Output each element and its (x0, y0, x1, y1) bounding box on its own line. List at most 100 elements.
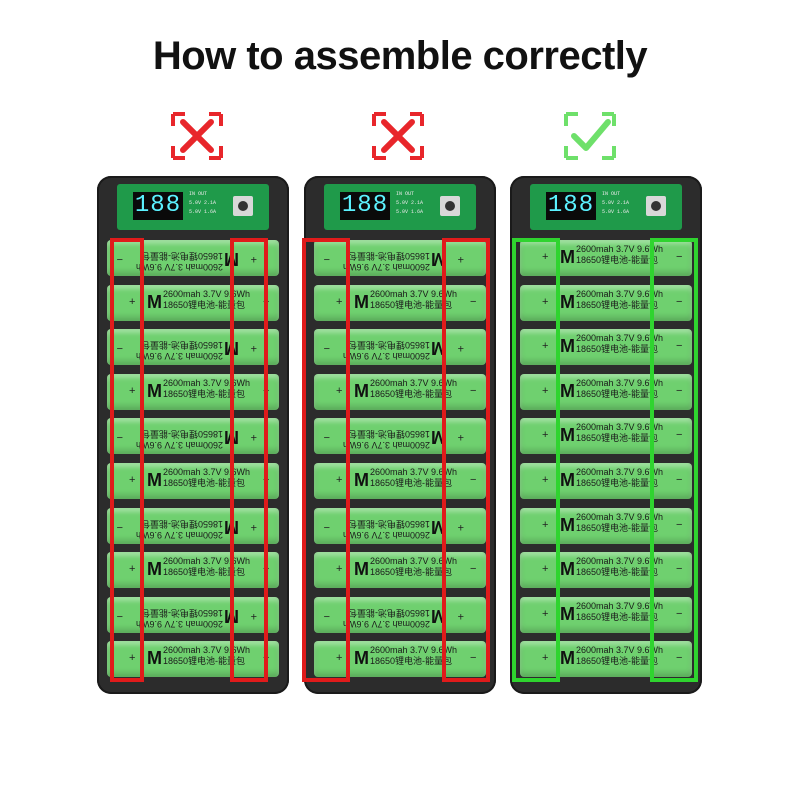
negative-terminal-label: − (676, 563, 683, 576)
wrong-frame-left (302, 238, 350, 682)
positive-terminal-label: + (542, 563, 549, 576)
page-title: How to assemble correctly (152, 34, 648, 78)
positive-terminal-label: + (129, 384, 136, 397)
battery-brand-mark: M (354, 648, 369, 669)
battery-brand-mark: M (147, 470, 162, 490)
negative-terminal-label: − (470, 652, 477, 665)
positive-terminal-label: + (336, 295, 343, 308)
negative-terminal-label: − (470, 384, 477, 397)
x-mark-icon (171, 112, 223, 160)
positive-terminal-label: + (542, 429, 549, 442)
correct-frame-right (650, 238, 698, 682)
power-button (646, 196, 666, 216)
positive-terminal-label: + (542, 652, 549, 665)
correct-frame-left (512, 238, 560, 682)
battery-brand-mark: M (354, 470, 369, 490)
battery-brand-mark: M (147, 291, 162, 312)
battery-brand-mark: M (560, 247, 575, 267)
positive-terminal-label: + (542, 295, 549, 308)
battery-brand-mark: M (147, 648, 162, 669)
battery-brand-mark: M (560, 603, 575, 624)
battery-brand-mark: M (560, 336, 575, 357)
battery-brand-mark: M (560, 514, 575, 535)
wrong-frame-right (442, 238, 490, 682)
negative-terminal-label: − (676, 518, 683, 531)
led-display: 188 (133, 192, 183, 220)
negative-terminal-label: − (676, 607, 683, 620)
negative-terminal-label: − (676, 384, 683, 397)
positive-terminal-label: + (129, 474, 136, 486)
negative-terminal-label: − (470, 563, 477, 576)
battery-brand-mark: M (560, 470, 575, 490)
power-button (233, 196, 253, 216)
wrong-frame-right (230, 238, 268, 682)
battery-brand-mark: M (354, 559, 369, 580)
positive-terminal-label: + (542, 251, 549, 263)
negative-terminal-label: − (676, 295, 683, 308)
positive-terminal-label: + (542, 607, 549, 620)
led-display: 188 (340, 192, 390, 220)
check-mark-icon (564, 112, 616, 160)
positive-terminal-label: + (542, 474, 549, 486)
negative-terminal-label: − (470, 295, 477, 308)
negative-terminal-label: − (676, 474, 683, 486)
positive-terminal-label: + (336, 474, 343, 486)
negative-terminal-label: − (676, 251, 683, 263)
positive-terminal-label: + (336, 563, 343, 576)
positive-terminal-label: + (542, 384, 549, 397)
